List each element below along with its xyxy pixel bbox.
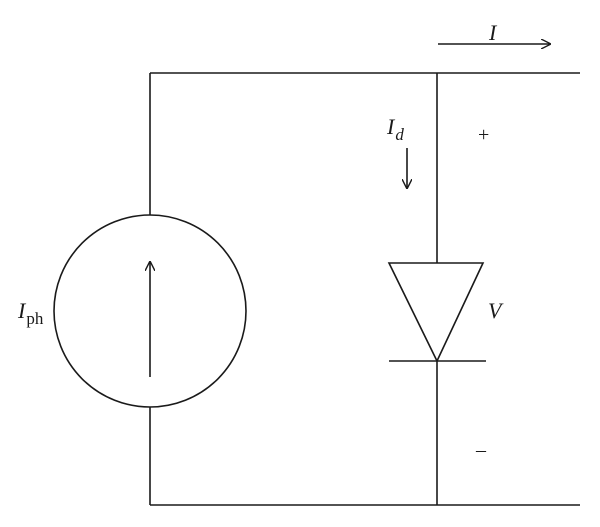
photo-current-sub: ph <box>26 309 44 328</box>
photo-current-label: Iph <box>17 298 44 328</box>
diode-current-label: Id <box>386 114 404 144</box>
diode-triangle <box>387 262 485 363</box>
diode-current-sub: d <box>395 125 404 144</box>
photo-current-main: I <box>17 298 27 323</box>
current-source-circle <box>53 214 247 408</box>
minus-sign: – <box>475 439 487 461</box>
voltage-label: V <box>488 298 504 323</box>
diode-current-main: I <box>386 114 396 139</box>
plus-sign: + <box>478 124 489 146</box>
output-current-label: I <box>488 20 498 45</box>
